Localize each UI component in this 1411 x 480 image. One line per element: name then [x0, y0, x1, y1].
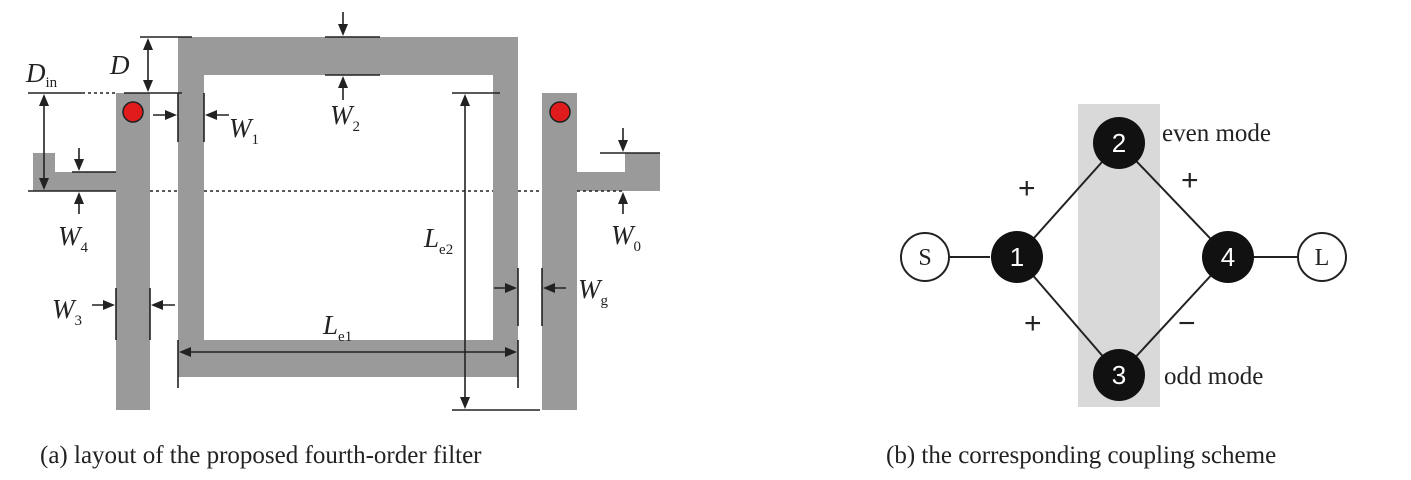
coupling-scheme: S L 1 2 3 4 even mode odd mode + + + −: [900, 104, 1347, 407]
label-Din: Din: [25, 58, 58, 91]
label-Le1: Le1: [322, 310, 352, 345]
node-4-label: 4: [1221, 242, 1235, 272]
label-Wg: Wg: [578, 274, 609, 309]
sign-1-3: +: [1024, 307, 1042, 340]
label-D: D: [109, 50, 130, 80]
node-4: [1202, 231, 1254, 283]
node-3: [1093, 349, 1145, 401]
loop-resonator: [178, 37, 518, 377]
load-port: [1297, 232, 1347, 282]
source-label: S: [918, 245, 931, 271]
dimension-arrowheads: [39, 24, 628, 409]
caption-a: (a) layout of the proposed fourth-order …: [40, 442, 482, 469]
right-feed-stub: [625, 153, 660, 191]
even-mode-label: even mode: [1162, 120, 1271, 147]
label-W3: W3: [52, 294, 82, 329]
node-3-label: 3: [1112, 360, 1126, 390]
sign-2-4: +: [1181, 164, 1199, 197]
right-via-hole: [549, 101, 571, 123]
label-Le2: Le2: [423, 223, 453, 258]
odd-mode-label: odd mode: [1164, 363, 1263, 390]
left-via-hole: [122, 101, 144, 123]
label-W0: W0: [611, 220, 641, 255]
load-label: L: [1315, 245, 1330, 271]
left-coupled-strip: [116, 93, 150, 410]
node-2: [1093, 117, 1145, 169]
dimension-labels: D Din W1 W2 W4 W3 W0 Wg Le1 Le2: [25, 50, 641, 345]
label-W4: W4: [58, 221, 89, 256]
label-W1: W1: [229, 113, 259, 148]
label-W2: W2: [330, 100, 360, 135]
source-port: [900, 232, 950, 282]
sign-1-2: +: [1018, 172, 1036, 205]
node-1: [991, 231, 1043, 283]
node-1-label: 1: [1010, 242, 1024, 272]
filter-layout: [33, 37, 660, 410]
caption-b: (b) the corresponding coupling scheme: [886, 442, 1276, 469]
node-2-label: 2: [1112, 128, 1126, 158]
right-coupled-strip: [542, 93, 577, 410]
sign-3-4: −: [1178, 307, 1196, 340]
left-feed-line: [33, 172, 128, 191]
